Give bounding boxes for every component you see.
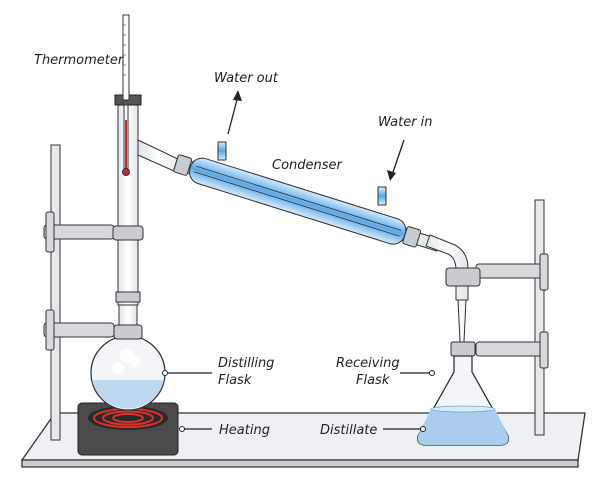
distilling-flask [90, 299, 166, 411]
water-in-arrow [387, 170, 396, 181]
label-distilling-flask-2: Flask [218, 373, 252, 388]
label-condenser: Condenser [272, 158, 344, 173]
water-out-port [217, 141, 227, 161]
thermometer [122, 14, 130, 176]
receiver-adapter [425, 234, 481, 343]
water-out-arrow [233, 90, 242, 101]
label-distillate: Distillate [320, 423, 377, 438]
water-in-port [377, 186, 387, 206]
right-stand [475, 199, 549, 436]
leader-lines [165, 95, 432, 430]
label-distilling-flask-1: Distilling [218, 356, 274, 371]
receiving-flask [417, 341, 509, 446]
label-receiving-flask-2: Flask [356, 373, 390, 388]
hot-plate [77, 402, 179, 456]
label-thermometer: Thermometer [34, 53, 125, 68]
still-head [112, 94, 181, 306]
label-water-out: Water out [214, 71, 279, 86]
label-receiving-flask-1: Receiving [336, 356, 400, 371]
label-water-in: Water in [378, 115, 433, 130]
label-heating: Heating [219, 423, 270, 438]
